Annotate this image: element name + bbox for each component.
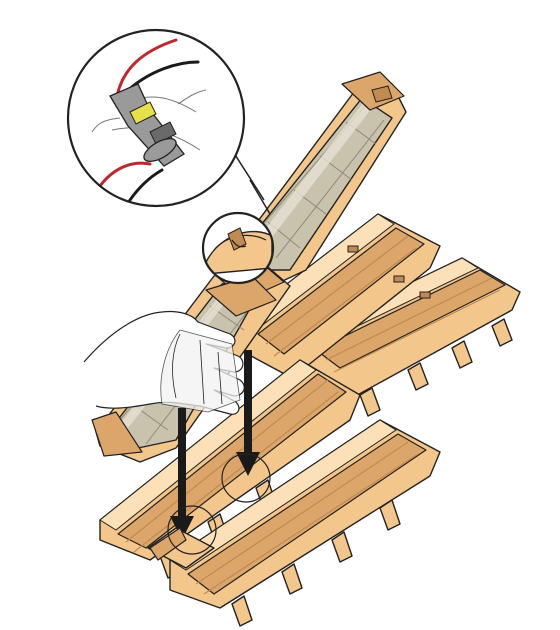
roof-tile-front-right: [169, 419, 441, 627]
wire-connector-icon: [91, 38, 207, 206]
clip-callout: [201, 211, 275, 285]
callout-leader: [249, 179, 271, 215]
down-arrow-icon: [170, 408, 194, 540]
tile-clips: [347, 245, 431, 299]
down-arrow-icon: [236, 350, 260, 476]
tile-channel: [187, 433, 427, 595]
clip-upper: [371, 85, 393, 103]
callout-leader: [231, 149, 265, 201]
detail-circle-right: [221, 453, 271, 503]
shingle-lower-end: [91, 411, 143, 457]
detail-circle-left: [167, 505, 217, 555]
panel-highlight: [252, 102, 372, 250]
tile-top-face: [169, 419, 397, 571]
tile-tabs: [231, 499, 401, 627]
tile-overlap-front: [147, 527, 215, 569]
tile-edge: [149, 527, 187, 561]
tile-channel: [257, 227, 425, 355]
gloved-hand-icon: [83, 310, 245, 415]
connector-callout: [66, 28, 246, 208]
tile-tabs: [359, 318, 513, 417]
